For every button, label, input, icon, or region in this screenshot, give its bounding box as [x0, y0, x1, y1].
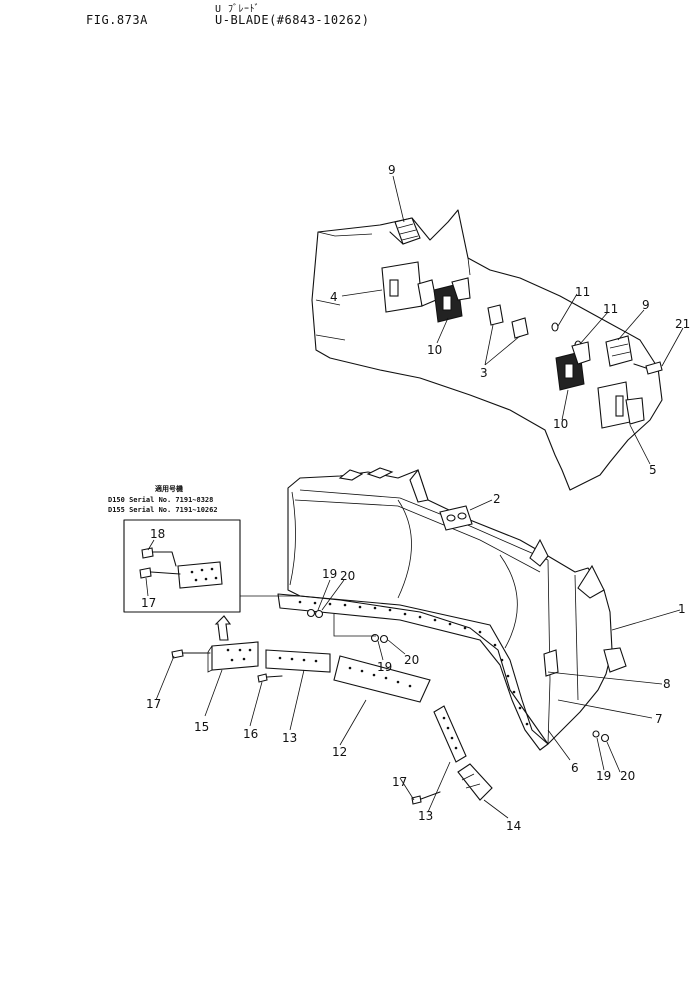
callout-labels-upper: 9 4 10 3 11 11 9 21 10 5 — [330, 163, 690, 477]
callout-11-top: 11 — [575, 285, 590, 299]
callout-5: 5 — [649, 463, 657, 477]
callout-9-top: 9 — [388, 163, 396, 177]
part-12-edge-segment — [333, 655, 431, 703]
upper-detail-view — [311, 175, 684, 491]
figure-number: FIG.873A — [86, 13, 148, 27]
callout-21: 21 — [675, 317, 690, 331]
callout-2: 2 — [493, 492, 501, 506]
figure-title-japanese: U ﾌﾞﾚｰﾄﾞ — [215, 4, 261, 15]
callout-17-left: 17 — [146, 697, 161, 711]
part-13-edge-segment-lower — [433, 705, 467, 763]
part-2-bracket — [439, 505, 473, 531]
part-4-plate — [381, 261, 437, 313]
callout-20-right: 20 — [620, 769, 635, 783]
callout-13-lower: 13 — [418, 809, 433, 823]
part-21-bolt — [633, 361, 663, 375]
callout-6: 6 — [571, 761, 579, 775]
callout-19-upper: 19 — [322, 567, 337, 581]
serial-heading: 適用号機 — [155, 484, 183, 493]
part-14-end-bit — [457, 763, 493, 801]
serial-callout-18: 18 — [150, 527, 165, 541]
serial-detail-bracket — [177, 561, 223, 589]
callout-3: 3 — [480, 366, 488, 380]
callout-17-lower: 17 — [392, 775, 407, 789]
callout-13-left: 13 — [282, 731, 297, 745]
callout-10-right: 10 — [553, 417, 568, 431]
part-9-bracket-top — [389, 217, 421, 245]
callout-4: 4 — [330, 290, 338, 304]
callout-11-right: 11 — [603, 302, 618, 316]
part-10-right — [555, 341, 591, 391]
loose-parts — [155, 499, 681, 819]
callout-7: 7 — [655, 712, 663, 726]
serial-callout-17: 17 — [141, 596, 156, 610]
callout-15: 15 — [194, 720, 209, 734]
callout-16: 16 — [243, 727, 258, 741]
callout-19-right: 19 — [596, 769, 611, 783]
callout-12: 12 — [332, 745, 347, 759]
callout-14: 14 — [506, 819, 521, 833]
serial-line-d150: D150 Serial No. 7191~8328 — [108, 496, 213, 504]
callout-20-mid: 20 — [404, 653, 419, 667]
callout-20-upper: 20 — [340, 569, 355, 583]
serial-line-d155: D155 Serial No. 7191~10262 — [108, 506, 218, 514]
u-blade-assembly — [277, 467, 627, 751]
figure-title: U-BLADE(#6843-10262) — [215, 13, 370, 27]
part-13-edge-segment — [265, 649, 331, 673]
callout-9-right: 9 — [642, 298, 650, 312]
part-3-blocks — [487, 304, 529, 339]
callout-1: 1 — [678, 602, 686, 616]
serial-box: 適用号機 D150 Serial No. 7191~8328 D155 Seri… — [108, 484, 241, 613]
callout-10-left: 10 — [427, 343, 442, 357]
cutting-edge-holes — [298, 600, 529, 726]
part-5-bracket — [597, 381, 645, 429]
part-9-bracket-right — [605, 335, 633, 367]
callout-labels-lower: 2 1 19 20 19 20 8 7 6 19 20 17 15 16 13 … — [146, 492, 686, 833]
part-15-end-bit — [207, 641, 259, 673]
part-10-left — [433, 277, 471, 323]
serial-detail-frame — [123, 519, 241, 613]
callout-19-mid: 19 — [377, 660, 392, 674]
callout-8: 8 — [663, 677, 671, 691]
bolts — [171, 649, 441, 805]
